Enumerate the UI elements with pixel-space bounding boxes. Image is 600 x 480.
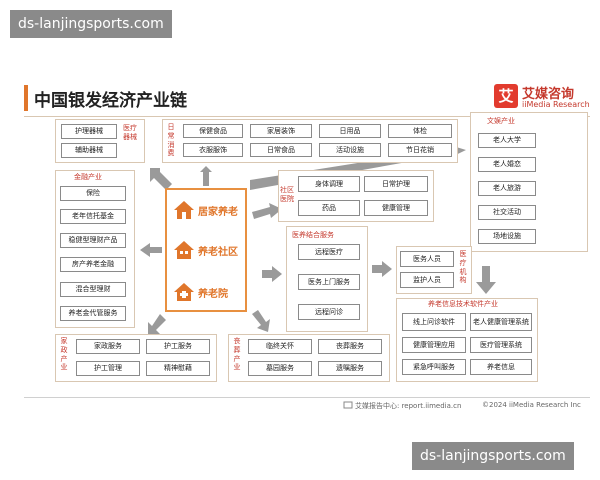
cell-community-4: 健康管理 — [364, 200, 428, 216]
label-funeral: 丧葬产业 — [233, 337, 241, 372]
page-title: 中国银发经济产业链 — [34, 91, 187, 111]
cell-daily-5: 衣服服饰 — [183, 143, 243, 157]
footer-source: 艾媒报告中心: report.iimedia.cn — [355, 402, 462, 410]
core-item-community: 养老社区 — [173, 240, 238, 260]
cell-tech-4: 医疗管理系统 — [470, 337, 532, 353]
arrow-to-medical-elderly — [262, 266, 282, 282]
nursing-home-icon — [174, 283, 194, 301]
core-box: 居家养老 养老社区 养老院 — [165, 188, 247, 312]
cell-culture-1: 老人大学 — [478, 133, 536, 148]
cell-tech-6: 养老信息 — [470, 359, 532, 375]
label-daily: 日常消费 — [167, 123, 175, 158]
arrow-to-tech — [476, 266, 496, 294]
cell-daily-4: 体检 — [388, 124, 452, 138]
footer-copyright: ©2024 iiMedia Research Inc — [482, 401, 581, 409]
cell-medical-elderly-1: 远程医疗 — [298, 244, 360, 260]
title-divider — [24, 116, 590, 117]
cell-tech-3: 健康管理应用 — [402, 337, 466, 353]
label-community-hospital: 社区医院 — [280, 186, 294, 203]
core-label-home: 居家养老 — [198, 206, 238, 218]
cell-institution-2: 监护人员 — [400, 272, 454, 288]
cell-finance-5: 混合型理财 — [60, 282, 126, 297]
cell-daily-8: 节日花销 — [388, 143, 452, 157]
logo-icon: 艾 — [494, 84, 518, 108]
cell-daily-6: 日常食品 — [250, 143, 312, 157]
cell-finance-1: 保险 — [60, 186, 126, 201]
cell-finance-3: 稳健型理财产品 — [60, 233, 126, 248]
home-icon — [174, 201, 194, 219]
cell-finance-2: 老年信托基金 — [60, 209, 126, 224]
label-medical-device: 医疗器械 — [123, 124, 137, 141]
logo-en: iiMedia Research — [522, 100, 590, 109]
label-medical-institution: 医疗机构 — [459, 250, 467, 285]
label-medical-elderly: 医养结合服务 — [292, 231, 334, 239]
cell-finance-4: 房产养老金融 — [60, 257, 126, 272]
cell-finance-6: 养老金代管服务 — [60, 306, 126, 321]
arrow-to-daily — [200, 166, 212, 186]
arrow-to-finance — [140, 243, 162, 257]
label-tech-software: 养老信息技术软件产业 — [428, 300, 498, 308]
cell-culture-4: 社交活动 — [478, 205, 536, 220]
cell-medical-device-1: 护理器械 — [61, 124, 117, 139]
cell-tech-5: 紧急呼叫服务 — [402, 359, 466, 375]
core-label-nursing: 养老院 — [198, 288, 228, 300]
community-icon — [174, 241, 194, 259]
title-accent-bar — [24, 85, 28, 111]
arrow-to-community — [252, 203, 282, 219]
label-finance: 金融产业 — [74, 173, 102, 181]
cell-funeral-2: 丧葬服务 — [318, 339, 382, 354]
cell-housekeeping-1: 家政服务 — [76, 339, 140, 354]
arrow-to-institution — [372, 261, 392, 277]
arrow-to-funeral — [252, 310, 270, 332]
cell-tech-1: 线上问诊软件 — [402, 313, 466, 331]
cell-medical-device-2: 辅助器械 — [61, 143, 117, 158]
core-label-community: 养老社区 — [198, 246, 238, 258]
cell-housekeeping-2: 护工服务 — [146, 339, 210, 354]
report-icon — [343, 401, 353, 409]
cell-housekeeping-4: 精神慰藉 — [146, 361, 210, 376]
core-item-nursing: 养老院 — [173, 282, 228, 302]
cell-tech-2: 老人健康管理系统 — [470, 313, 532, 331]
footer-divider — [24, 397, 590, 398]
cell-community-3: 药品 — [298, 200, 360, 216]
cell-culture-5: 场地设施 — [478, 229, 536, 244]
cell-funeral-3: 墓园服务 — [248, 361, 312, 376]
cell-funeral-4: 遗嘱服务 — [318, 361, 382, 376]
cell-medical-elderly-3: 远程问诊 — [298, 304, 360, 320]
cell-community-2: 日常护理 — [364, 176, 428, 192]
cell-daily-1: 保健食品 — [183, 124, 243, 138]
cell-housekeeping-3: 护工管理 — [76, 361, 140, 376]
cell-daily-3: 日用品 — [319, 124, 381, 138]
logo-name: 艾媒咨询 — [522, 87, 575, 102]
cell-culture-3: 老人旅游 — [478, 181, 536, 196]
watermark-top: ds-lanjingsports.com — [10, 10, 172, 38]
cell-medical-elderly-2: 医务上门服务 — [298, 274, 360, 290]
arrow-to-housekeeping — [148, 314, 166, 334]
label-housekeeping: 家政产业 — [60, 337, 68, 372]
cell-daily-7: 活动设施 — [319, 143, 381, 157]
watermark-bottom: ds-lanjingsports.com — [412, 442, 574, 470]
cell-funeral-1: 临终关怀 — [248, 339, 312, 354]
arrow-to-medical-device — [150, 168, 172, 190]
cell-community-1: 身体调理 — [298, 176, 360, 192]
cell-culture-2: 老人婚恋 — [478, 157, 536, 172]
cell-institution-1: 医务人员 — [400, 251, 454, 267]
cell-daily-2: 家居装饰 — [250, 124, 312, 138]
label-culture: 文娱产业 — [487, 117, 515, 125]
core-item-home: 居家养老 — [173, 200, 238, 220]
